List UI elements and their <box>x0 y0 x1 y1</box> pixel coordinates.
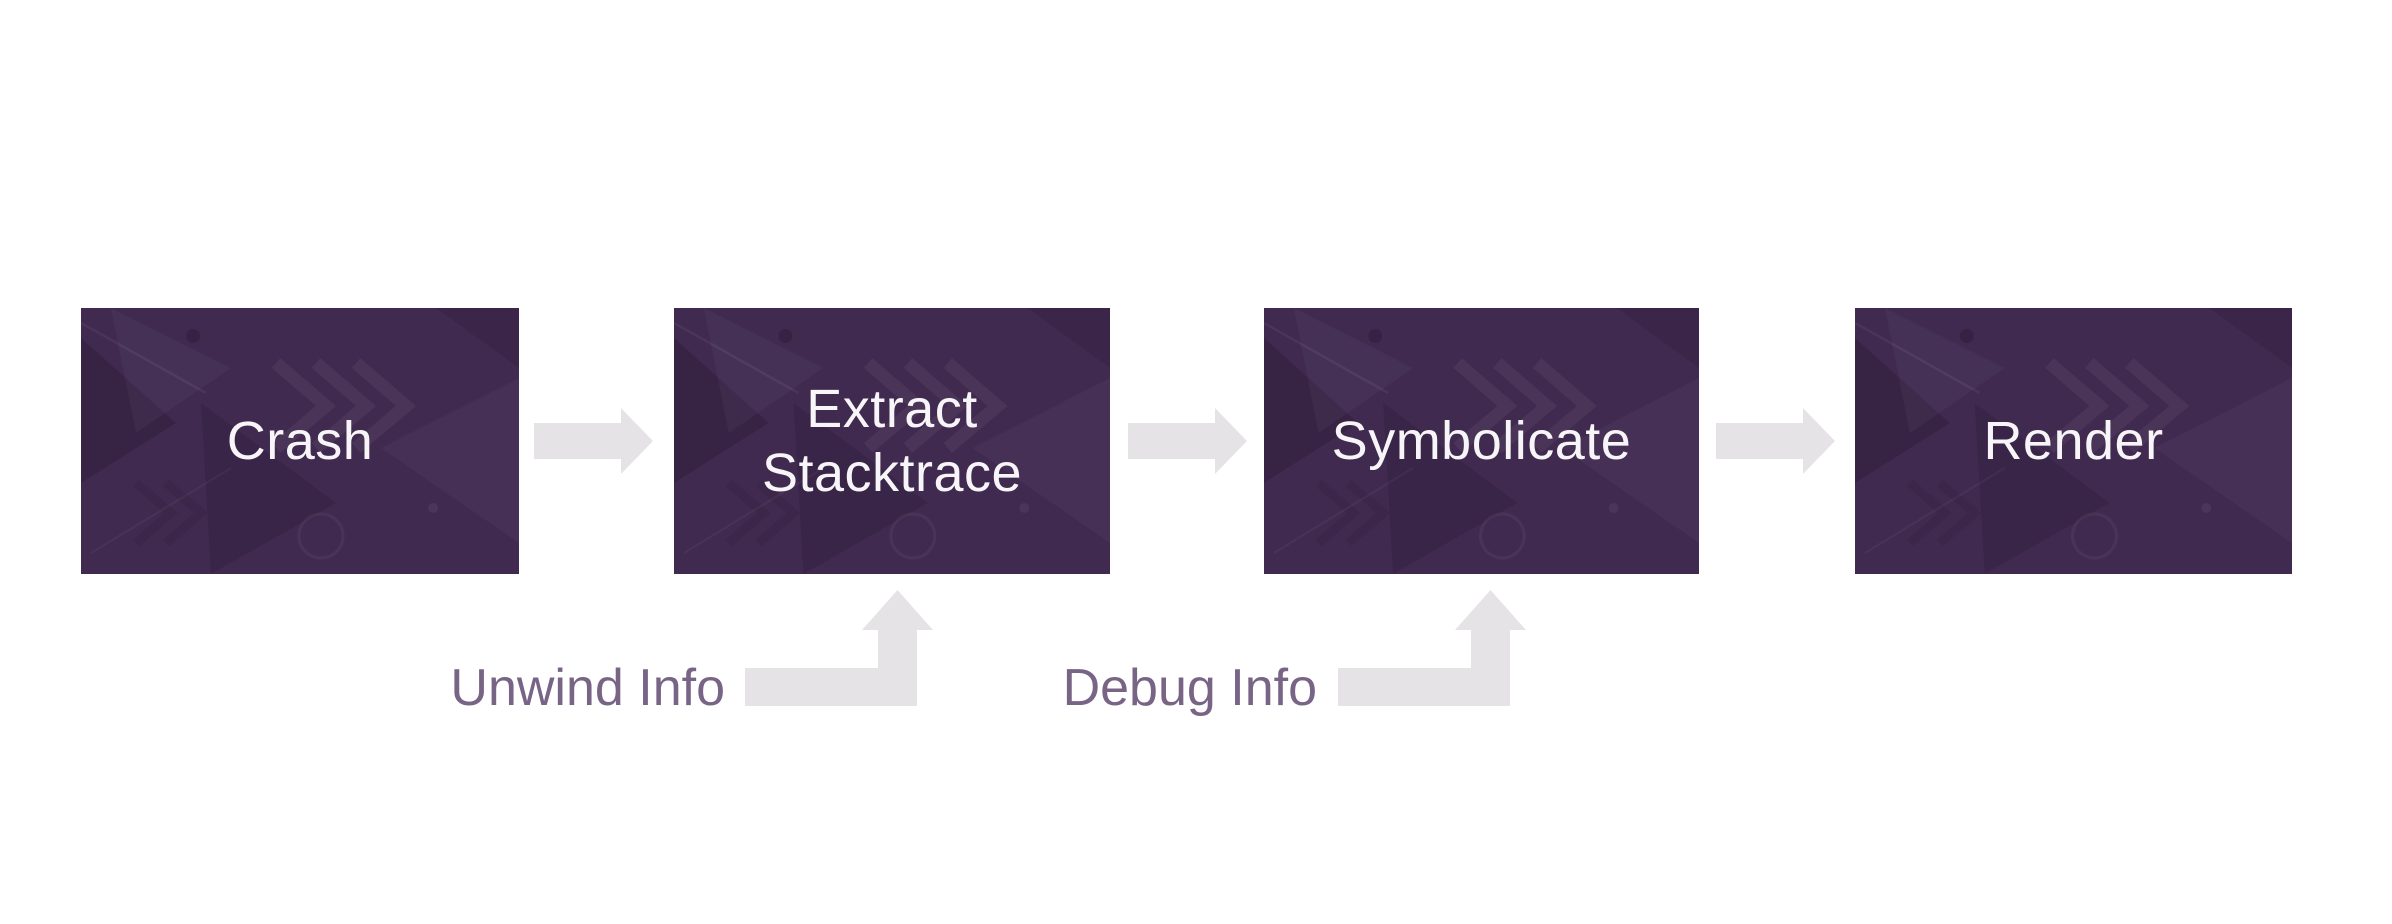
node-render-label: Render <box>1983 411 2164 471</box>
node-symbolicate-label: Symbolicate <box>1331 411 1632 471</box>
flow-arrow-symbolicate-to-render <box>1716 408 1835 474</box>
node-extract-stacktrace-label: Extract Stacktrace <box>761 379 1023 503</box>
node-extract-stacktrace: Extract Stacktrace <box>674 308 1110 574</box>
node-symbolicate: Symbolicate <box>1264 308 1699 574</box>
flow-arrow-crash-to-extract <box>534 408 653 474</box>
elbow-arrow-unwind-info <box>745 590 933 706</box>
input-label-debug-info: Debug Info <box>1062 659 1317 717</box>
input-label-unwind-info: Unwind Info <box>450 659 725 717</box>
elbow-arrow-debug-info <box>1338 590 1526 706</box>
node-crash: Crash <box>81 308 519 574</box>
node-crash-label: Crash <box>226 411 374 471</box>
flow-arrow-extract-to-symbolicate <box>1128 408 1247 474</box>
node-render: Render <box>1855 308 2292 574</box>
